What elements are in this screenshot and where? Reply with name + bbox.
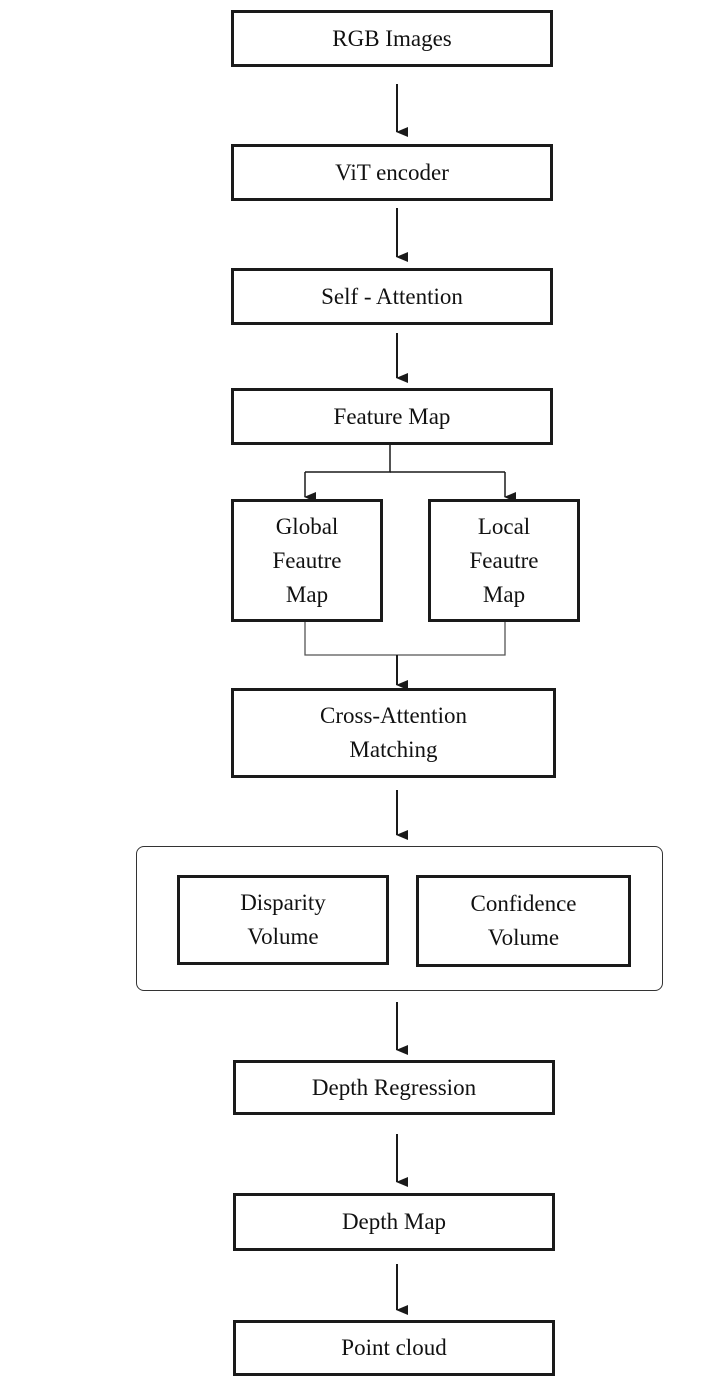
local-feature-map-line-1: Local <box>477 513 531 539</box>
merge-connector <box>304 622 506 656</box>
point-cloud-box: Point cloud <box>233 1320 555 1376</box>
depth-map-box: Depth Map <box>233 1193 555 1251</box>
feature-map-label: Feature Map <box>333 403 451 429</box>
rgb-images-label: RGB Images <box>332 25 452 51</box>
vit-encoder-label: ViT encoder <box>335 159 449 185</box>
global-feature-map-line-2: Feautre <box>272 547 342 573</box>
local-feature-map-box: Local Feautre Map <box>428 499 580 622</box>
split-connector <box>305 444 391 473</box>
cross-attention-line-1: Cross-Attention <box>320 703 467 728</box>
confidence-volume-line-1: Confidence <box>470 891 577 916</box>
confidence-volume-line-2: Volume <box>487 925 560 950</box>
global-feature-map-line-3: Map <box>285 581 329 607</box>
vit-encoder-box: ViT encoder <box>231 144 553 201</box>
disparity-volume-line-1: Disparity <box>240 890 326 915</box>
disparity-volume-box: Disparity Volume <box>177 875 389 965</box>
depth-regression-box: Depth Regression <box>233 1060 555 1115</box>
self-attention-label: Self - Attention <box>321 283 463 309</box>
confidence-volume-box: Confidence Volume <box>416 875 631 967</box>
disparity-volume-line-2: Volume <box>247 924 319 949</box>
cross-attention-matching-box: Cross-Attention Matching <box>231 688 556 778</box>
self-attention-box: Self - Attention <box>231 268 553 325</box>
feature-map-box: Feature Map <box>231 388 553 445</box>
point-cloud-label: Point cloud <box>341 1335 447 1360</box>
cross-attention-line-2: Matching <box>349 737 438 762</box>
local-feature-map-line-3: Map <box>482 581 526 607</box>
local-feature-map-line-2: Feautre <box>469 547 539 573</box>
global-feature-map-line-1: Global <box>275 513 339 539</box>
depth-regression-label: Depth Regression <box>311 1074 477 1100</box>
depth-map-label: Depth Map <box>341 1209 447 1234</box>
rgb-images-box: RGB Images <box>231 10 553 67</box>
global-feature-map-box: Global Feautre Map <box>231 499 383 622</box>
